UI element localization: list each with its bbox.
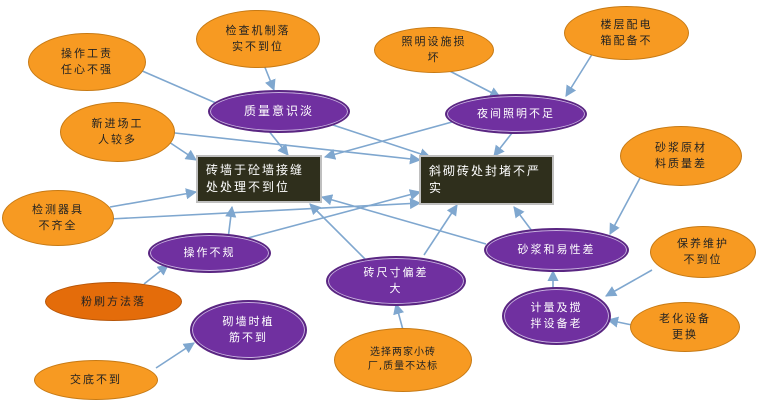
arrow-quality-to-right-problem <box>329 123 432 160</box>
cause-distribution-box: 楼层配电 箱配备不 <box>564 6 689 60</box>
cause-night-lighting: 夜间照明不足 <box>445 94 587 134</box>
arrow-maintenance-to-metering <box>605 269 653 297</box>
cause-mortar-material: 砂浆原材 料质量差 <box>620 126 742 186</box>
cause-maintenance: 保养维护 不到位 <box>650 226 756 278</box>
arrow-mortar-material-to-mortar <box>609 177 641 235</box>
arrow-supplier-to-brick-size <box>393 302 405 331</box>
arrow-detector-to-left-problem <box>109 188 198 208</box>
arrow-brick-size-to-left-problem <box>309 203 369 263</box>
cause-metering-equipment: 计量及搅 拌设备老 <box>502 287 611 345</box>
arrow-operation-to-right-problem <box>243 189 422 240</box>
arrow-aging-to-metering <box>606 316 633 328</box>
arrow-plastering-to-operation <box>143 264 169 285</box>
cause-brick-size: 砖尺寸偏差 大 <box>326 256 466 306</box>
cause-mortar-workability: 砂浆和易性差 <box>484 228 629 272</box>
cause-plastering-method: 粉刷方法落 <box>45 282 182 321</box>
cause-new-workers: 新进场工 人较多 <box>60 102 175 162</box>
arrow-distribution-to-night <box>565 47 597 97</box>
cause-detector: 检测器具 不齐全 <box>2 190 114 246</box>
arrow-brick-size-to-right-problem <box>423 204 458 256</box>
arrow-mortar-to-left-problem <box>320 194 487 245</box>
problem-left: 砖墙于砼墙接缝 处处理不到位 <box>196 155 322 203</box>
cause-responsibility: 操作工责 任心不强 <box>28 33 146 91</box>
arrow-night-to-right-problem <box>493 132 513 157</box>
cause-quality-awareness: 质量意识淡 <box>208 90 350 133</box>
cause-inspection: 检查机制落 实不到位 <box>196 10 320 68</box>
cause-aging-equipment: 老化设备 更换 <box>630 302 740 352</box>
cause-disclosure: 交底不到 <box>34 360 158 400</box>
cause-operation: 操作不规 <box>148 233 271 273</box>
cause-masonry-rebar: 砌墙时植 筋不到 <box>190 300 307 360</box>
arrow-mortar-to-right-problem <box>513 206 533 232</box>
problem-right: 斜砌砖处封堵不严 实 <box>419 155 554 205</box>
arrow-new-workers-to-right-problem <box>165 131 422 165</box>
cause-lighting-facility: 照明设施损 坏 <box>374 27 494 73</box>
cause-supplier: 选择两家小砖 厂,质量不达标 <box>334 328 472 392</box>
arrow-new-workers-to-left-problem <box>165 139 197 161</box>
arrow-disclosure-to-masonry <box>155 342 195 369</box>
arrow-quality-to-left-problem <box>267 129 289 156</box>
